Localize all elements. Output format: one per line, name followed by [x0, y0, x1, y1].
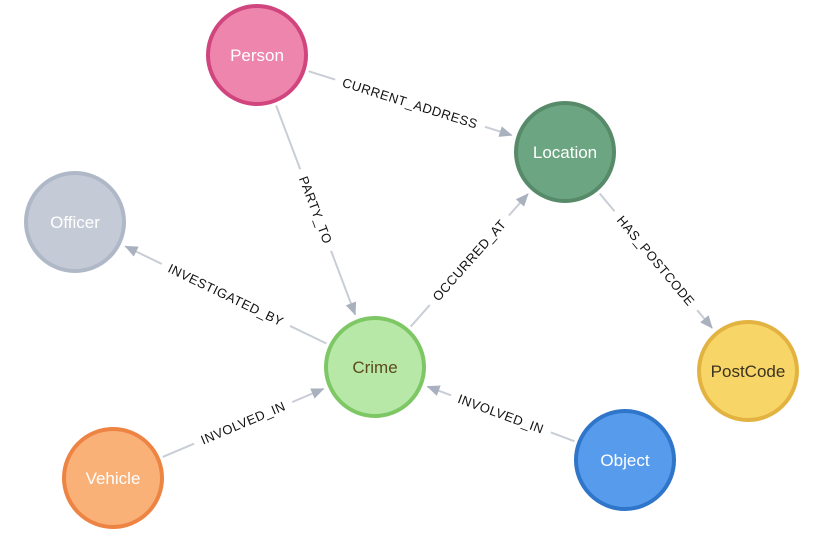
edge-label[interactable]: CURRENT_ADDRESS — [340, 75, 479, 132]
node-vehicle[interactable]: Vehicle — [62, 427, 164, 529]
node-circle[interactable] — [206, 4, 308, 106]
edge-line-end — [330, 250, 357, 316]
edge-current_address[interactable]: CURRENT_ADDRESS — [308, 70, 513, 137]
edge-line-start — [550, 431, 575, 443]
node-crime[interactable]: Crime — [324, 316, 426, 418]
node-officer[interactable]: Officer — [24, 171, 126, 273]
edge-line-end — [426, 385, 452, 397]
edge-label[interactable]: INVESTIGATED_BY — [166, 261, 286, 330]
edge-involved_in_vehicle[interactable]: INVOLVED_IN — [162, 387, 325, 458]
node-postcode[interactable]: PostCode — [697, 320, 799, 422]
edge-line-end — [508, 193, 529, 217]
edge-label[interactable]: HAS_POSTCODE — [614, 213, 698, 309]
edge-involved_in_object[interactable]: INVOLVED_IN — [426, 385, 575, 443]
edge-label[interactable]: INVOLVED_IN — [456, 391, 546, 437]
edge-line-end — [124, 245, 163, 265]
edge-line-end — [696, 309, 713, 329]
node-circle[interactable] — [697, 320, 799, 422]
edge-line-start — [162, 442, 195, 458]
edge-line-start — [289, 325, 327, 345]
node-person[interactable]: Person — [206, 4, 308, 106]
edge-line-start — [308, 70, 336, 81]
edge-line-end — [291, 387, 325, 404]
node-circle[interactable] — [24, 171, 126, 273]
node-circle[interactable] — [514, 101, 616, 203]
edge-label[interactable]: PARTY_TO — [296, 174, 335, 246]
node-circle[interactable] — [62, 427, 164, 529]
edge-investigated_by[interactable]: INVESTIGATED_BY — [124, 245, 327, 345]
edge-label[interactable]: INVOLVED_IN — [199, 398, 288, 447]
edge-line-start — [410, 304, 431, 328]
node-circle[interactable] — [574, 409, 676, 511]
edge-label[interactable]: OCCURRED_AT — [429, 217, 509, 304]
edge-occurred_at[interactable]: OCCURRED_AT — [410, 193, 529, 328]
edge-has_postcode[interactable]: HAS_POSTCODE — [598, 192, 713, 329]
node-circle[interactable] — [324, 316, 426, 418]
edge-line-end — [484, 125, 513, 137]
edge-party_to[interactable]: PARTY_TO — [275, 105, 357, 316]
edge-line-start — [598, 192, 616, 212]
node-location[interactable]: Location — [514, 101, 616, 203]
node-object[interactable]: Object — [574, 409, 676, 511]
edge-line-start — [275, 105, 302, 170]
